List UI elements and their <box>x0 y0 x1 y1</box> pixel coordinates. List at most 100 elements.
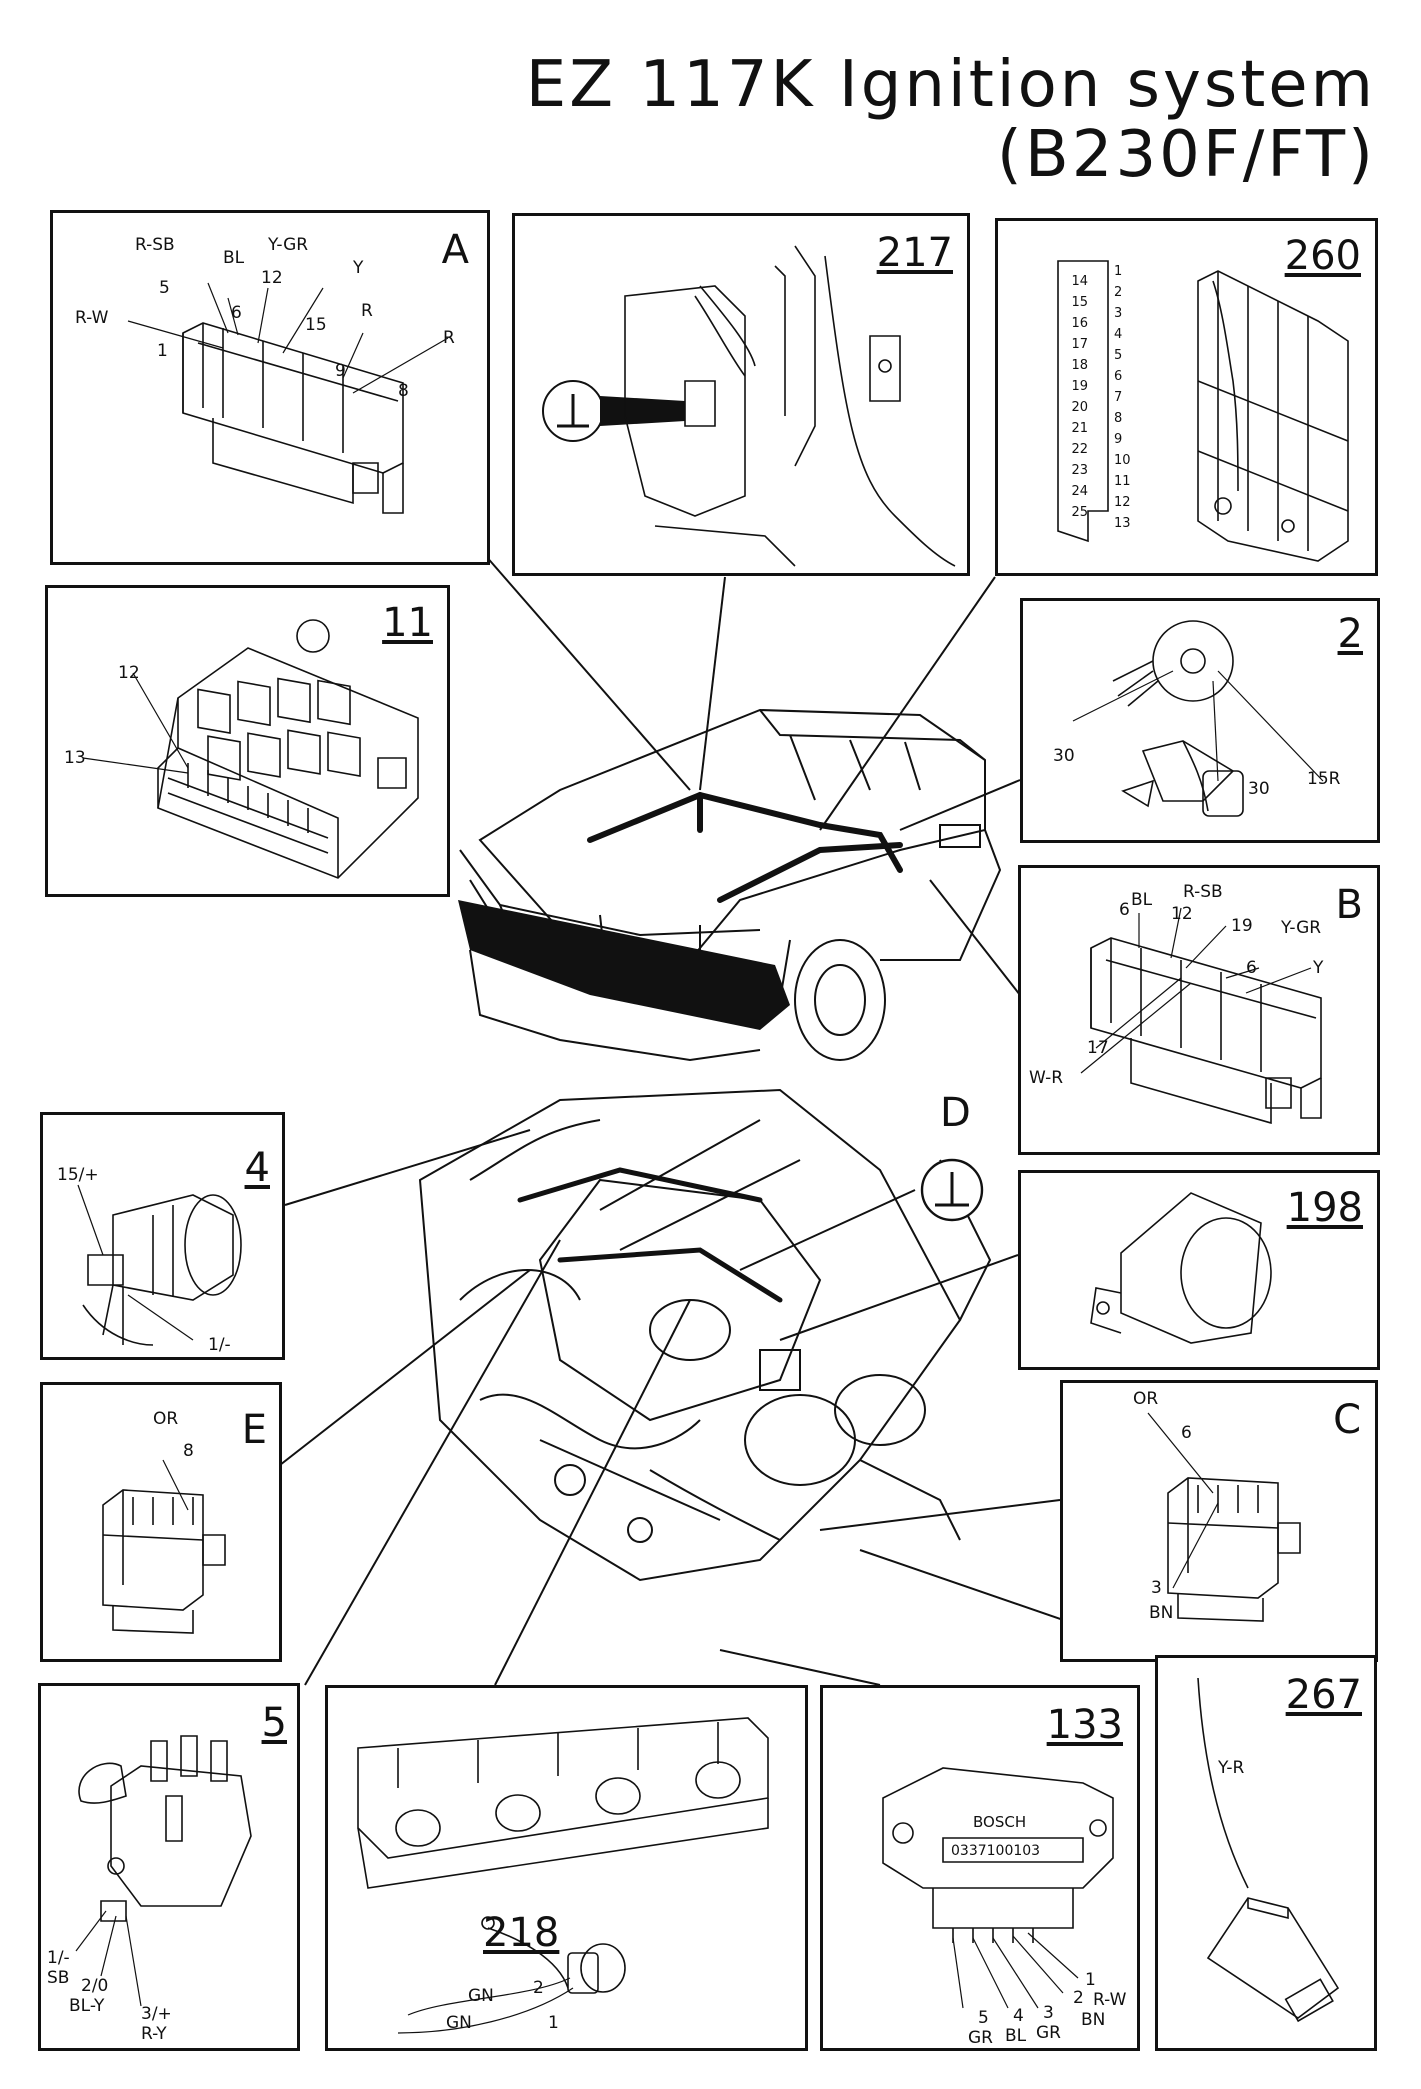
pin-260-10: 10 <box>1114 453 1131 468</box>
pin-260-20: 20 <box>1071 400 1088 415</box>
pin-260-15: 15 <box>1071 295 1088 310</box>
pin-133-0: 1 <box>1085 1970 1096 1990</box>
wire-A-8: 15 <box>305 315 327 335</box>
wire-A-2: BL <box>223 248 245 268</box>
pin-5-4: 3/+ <box>141 2004 172 2024</box>
wire-A-7: 6 <box>231 303 242 323</box>
wire-218-1: 2 <box>533 1978 544 1998</box>
connector-B-drawing <box>1021 868 1383 1158</box>
pinlist-260-right: 1 2 3 4 5 6 7 8 9 10 11 12 13 <box>1114 261 1134 534</box>
pin-260-4: 4 <box>1114 327 1123 342</box>
panel-11-label: 11 <box>382 600 433 646</box>
pin-260-23: 23 <box>1071 463 1088 478</box>
pinlist-260-left: 14 15 16 17 18 19 20 21 22 23 24 25 <box>1062 271 1088 523</box>
pin-260-3: 3 <box>1114 306 1123 321</box>
panel-267-label: 267 <box>1285 1672 1362 1718</box>
pin-260-12: 12 <box>1114 495 1131 510</box>
panel-260-label: 260 <box>1284 233 1361 279</box>
pin-133-3: BN <box>1081 2010 1106 2030</box>
panel-E: E OR 8 <box>40 1382 282 1662</box>
pin-2-15R: 15R <box>1307 769 1341 789</box>
wire-218-2: GN <box>446 2013 472 2033</box>
panel-B: B BL 6 R-SB 12 19 Y-GR 6 Y 17 W-R <box>1018 865 1380 1155</box>
wire-B-9: W-R <box>1029 1068 1064 1088</box>
pin-260-19: 19 <box>1071 379 1088 394</box>
diagram-title: EZ 117K Ignition system <box>525 48 1376 122</box>
panel-217: 217 <box>512 213 970 576</box>
wire-A-3: Y-GR <box>268 235 309 255</box>
pin-5-1: SB <box>47 1968 70 1988</box>
pin-4-15: 15/+ <box>57 1165 99 1185</box>
wire-E-0: OR <box>153 1409 179 1429</box>
wire-A-4: 12 <box>261 268 283 288</box>
panel-217-label: 217 <box>876 230 953 276</box>
pin-260-22: 22 <box>1071 442 1088 457</box>
pin-260-1: 1 <box>1114 264 1123 279</box>
pin-260-16: 16 <box>1071 316 1088 331</box>
wire-A-5: Y <box>353 258 364 278</box>
wire-C-3: BN <box>1149 1603 1174 1623</box>
module-133-brand: BOSCH <box>973 1813 1027 1831</box>
wire-B-8: 17 <box>1087 1038 1109 1058</box>
wire-218-0: GN <box>468 1986 494 2006</box>
pin-2-30b: 30 <box>1248 779 1270 799</box>
ignition-coil-4-drawing <box>43 1115 288 1363</box>
distributor-5-drawing <box>41 1686 303 2054</box>
panel-133: 133 BOSCH 0337100103 1 R-W 2 BN 3 GR 4 B… <box>820 1685 1140 2051</box>
pin-11-13: 13 <box>64 748 86 768</box>
leader-218 <box>495 1300 690 1685</box>
wire-B-2: R-SB <box>1183 882 1223 902</box>
pin-260-9: 9 <box>1114 432 1123 447</box>
panel-2: 2 30 30 15R <box>1020 598 1380 843</box>
pin-133-7: BL <box>1005 2026 1027 2046</box>
panel-260: 260 14 15 16 17 18 19 20 21 22 23 24 25 … <box>995 218 1378 576</box>
wire-A-6: R-W <box>75 308 109 328</box>
pin-260-21: 21 <box>1071 421 1088 436</box>
panel-198: 198 <box>1018 1170 1380 1370</box>
leader-E <box>280 1270 530 1465</box>
module-133-part-no: 0337100103 <box>951 1843 1041 1859</box>
pin-260-17: 17 <box>1071 337 1088 352</box>
pin-133-5: GR <box>1036 2023 1061 2043</box>
wire-B-0: BL <box>1131 890 1153 910</box>
panel-4: 4 15/+ 1/- <box>40 1112 285 1360</box>
pin-133-4: 3 <box>1043 2003 1054 2023</box>
panel-5: 5 1/- SB 2/0 BL-Y 3/+ R-Y <box>38 1683 300 2051</box>
pin-260-6: 6 <box>1114 369 1123 384</box>
panel-133-label: 133 <box>1046 1702 1123 1748</box>
panel-A-label: A <box>441 227 469 273</box>
leader-2 <box>900 780 1020 830</box>
panel-E-label: E <box>241 1407 267 1453</box>
label-D: D <box>940 1090 971 1136</box>
pin-133-6: 4 <box>1013 2006 1024 2026</box>
pin-260-14: 14 <box>1071 274 1088 289</box>
panel-C-label: C <box>1333 1397 1361 1443</box>
wire-B-5: Y-GR <box>1281 918 1322 938</box>
wire-267-0: Y-R <box>1218 1758 1245 1778</box>
panel-267: 267 Y-R <box>1155 1655 1377 2051</box>
connector-C-drawing <box>1063 1383 1381 1665</box>
pin-133-2: 2 <box>1073 1988 1084 2008</box>
pin-260-25: 25 <box>1071 505 1088 520</box>
panel-198-label: 198 <box>1286 1185 1363 1231</box>
pin-4-1: 1/- <box>208 1335 231 1355</box>
ecu-260-connector-drawing <box>998 221 1381 579</box>
panel-5-label: 5 <box>261 1700 287 1746</box>
connector-267-drawing <box>1158 1658 1380 2054</box>
wire-C-2: 3 <box>1151 1578 1162 1598</box>
wire-E-1: 8 <box>183 1441 194 1461</box>
pin-133-1: R-W <box>1093 1990 1127 2010</box>
wire-C-1: 6 <box>1181 1423 1192 1443</box>
wire-B-6: 6 <box>1246 958 1257 978</box>
wire-A-11: 9 <box>335 361 346 381</box>
leader-4 <box>285 1130 530 1205</box>
cylinder-head-218-drawing <box>328 1688 811 2054</box>
panel-4-label: 4 <box>244 1145 270 1191</box>
wire-B-4: 19 <box>1231 916 1253 936</box>
pin-260-5: 5 <box>1114 348 1123 363</box>
pin-133-8: 5 <box>978 2008 989 2028</box>
